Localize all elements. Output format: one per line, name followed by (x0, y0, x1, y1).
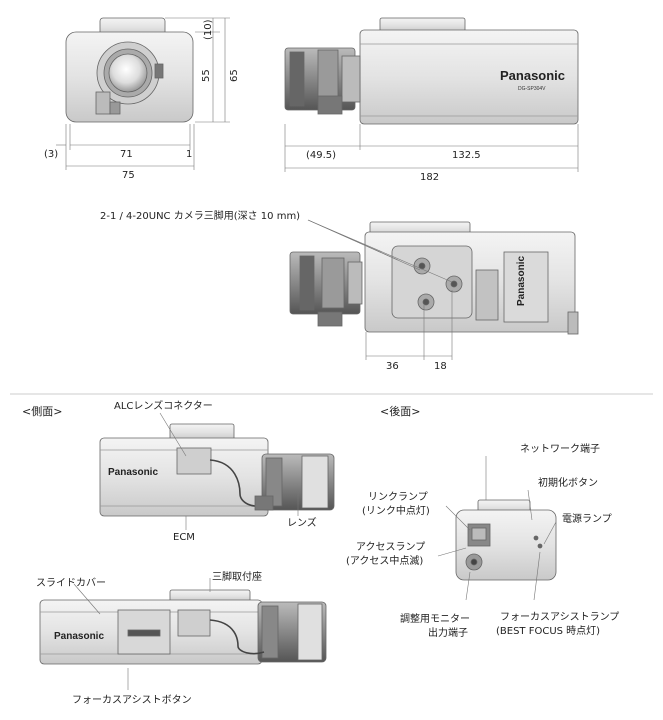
rear-view (455, 499, 557, 581)
side-section-heading: <側面> (22, 405, 63, 418)
dim-front-71: 71 (120, 149, 133, 160)
ecm-label: ECM (173, 532, 195, 543)
leader-lines (73, 412, 557, 690)
dim-front-75: 75 (122, 170, 135, 181)
network-port-label: ネットワーク端子 (520, 444, 600, 455)
side-top-dim-lines (284, 124, 579, 172)
brand-logo-side-lower: Panasonic (54, 631, 105, 642)
dim-front-65: 65 (229, 69, 240, 82)
focus-assist-lamp-label: フォーカスアシストランプ (500, 612, 620, 623)
dim-bottom-36: 36 (386, 361, 399, 372)
lens-label: レンズ (287, 518, 317, 529)
side-camera-upper (99, 423, 335, 517)
brand-logo-side-upper: Panasonic (108, 467, 159, 478)
dim-front-3: (3) (44, 149, 59, 160)
dim-bottom-18: 18 (434, 361, 447, 372)
side-camera-lower (39, 589, 327, 665)
access-lamp-label: アクセスランプ (356, 542, 426, 553)
dim-side-132: 132.5 (452, 150, 481, 161)
dim-front-55: 55 (201, 69, 212, 82)
dim-front-1: 1 (186, 149, 193, 160)
link-lamp-sub-label: (リンク中点灯) (362, 506, 430, 517)
focus-assist-lamp-sub-label: (BEST FOCUS 時点灯) (496, 626, 601, 637)
tripod-mount-label: 三脚取付座 (212, 572, 262, 583)
monitor-output-label: 調整用モニター (400, 614, 470, 625)
init-button-label: 初期化ボタン (538, 478, 598, 489)
dim-front-10: (10) (203, 19, 214, 40)
side-view-top (284, 17, 579, 125)
tripod-thread-label: 2-1 / 4-20UNC カメラ三脚用(深さ 10 mm) (100, 211, 301, 222)
front-dim-lines (56, 17, 230, 170)
dim-side-49: (49.5) (306, 150, 337, 161)
front-view (65, 17, 194, 123)
bottom-view (289, 221, 579, 335)
rear-section-heading: <後面> (380, 405, 421, 418)
brand-logo-top: Panasonic (500, 68, 566, 83)
access-lamp-sub-label: (アクセス中点滅) (346, 556, 424, 567)
focus-assist-button-label: フォーカスアシストボタン (72, 695, 192, 706)
alc-connector-label: ALCレンズコネクター (114, 401, 213, 412)
slide-cover-label: スライドカバー (36, 578, 106, 589)
brand-logo-bottom: Panasonic (516, 255, 527, 306)
link-lamp-label: リンクランプ (368, 492, 428, 503)
bottom-dim-lines (307, 219, 453, 360)
power-lamp-label: 電源ランプ (562, 514, 612, 525)
model-label: DG-SP304V (518, 86, 546, 92)
dim-side-182: 182 (420, 172, 440, 183)
monitor-output-sub-label: 出力端子 (428, 628, 468, 639)
